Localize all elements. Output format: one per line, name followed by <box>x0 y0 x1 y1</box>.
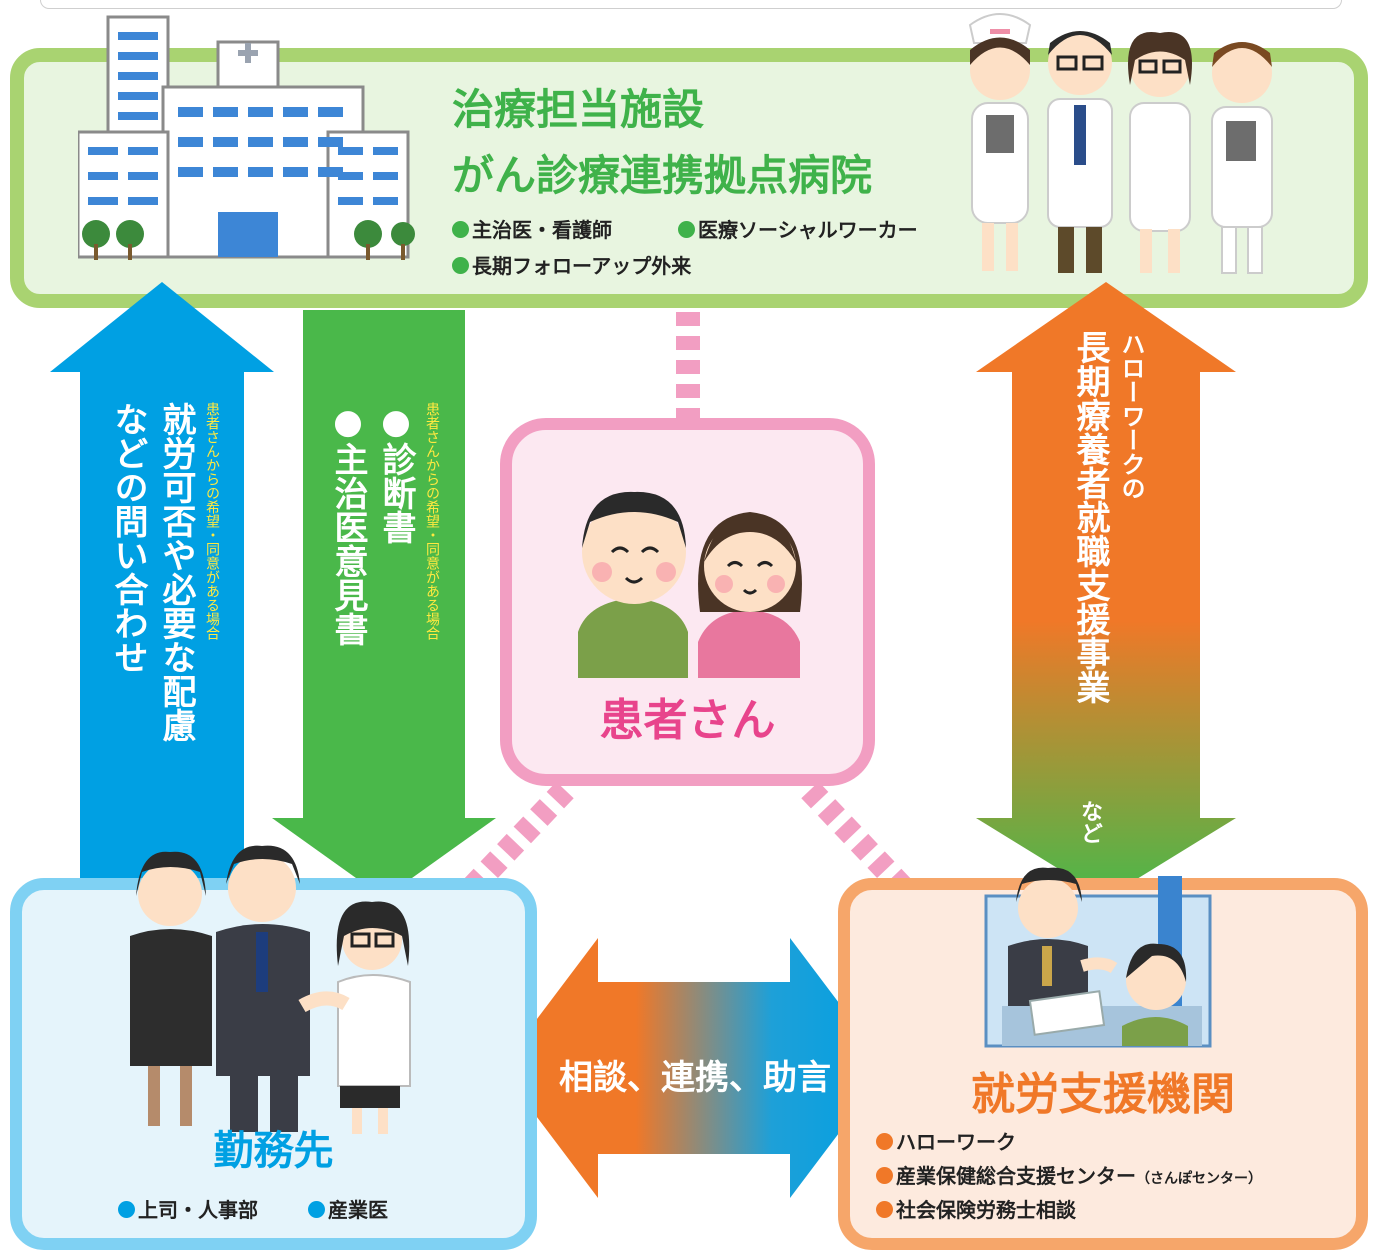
arrow-leftright-orange-blue <box>500 938 888 1198</box>
bullet-icon <box>876 1133 893 1150</box>
hellowork-line2: 長期療養者就職支援事業 <box>1070 330 1110 704</box>
hellowork-line1: ハローワークの <box>1117 332 1145 500</box>
workplace-item-2: 産業医 <box>308 1194 388 1223</box>
bullet-icon <box>308 1201 325 1218</box>
hospital-title-line2: がん診療連携拠点病院 <box>452 151 873 200</box>
bullet-icon: ● <box>376 402 416 442</box>
support-item-2: 産業保健総合支援センター（さんぽセンター） <box>876 1160 1262 1189</box>
arrow-updown-orange-green <box>976 282 1236 898</box>
workplace-item-1: 上司・人事部 <box>118 1194 258 1223</box>
hospital-title-line1: 治療担当施設 <box>452 85 705 134</box>
inquiry-note: 患者さんからの希望・同意がある場合 <box>204 402 220 640</box>
documents-item1: ●診断書 <box>376 402 416 544</box>
bullet-icon <box>452 221 469 238</box>
bullet-icon <box>678 221 695 238</box>
support-panel <box>838 878 1368 1250</box>
arrow-down-green <box>272 310 496 898</box>
hospital-item-3: 長期フォローアップ外来 <box>452 250 691 279</box>
support-item-3: 社会保険労務士相談 <box>876 1194 1076 1223</box>
hellowork-suffix: など <box>1077 800 1102 844</box>
support-item-1: ハローワーク <box>876 1126 1016 1155</box>
bullet-icon <box>452 257 469 274</box>
support-title: 就労支援機関 <box>971 1069 1235 1120</box>
patient-panel <box>500 418 875 786</box>
workplace-title: 勤務先 <box>213 1128 334 1174</box>
bullet-icon <box>876 1201 893 1218</box>
arrow-up-blue <box>50 282 274 888</box>
bullet-icon <box>876 1167 893 1184</box>
patient-couple-icon <box>578 491 802 678</box>
bullet-icon: ● <box>328 402 368 442</box>
hospital-item-2: 医療ソーシャルワーカー <box>678 214 918 243</box>
inquiry-line2: などの問い合わせ <box>108 402 148 674</box>
counselor-desk-icon <box>984 867 1212 1048</box>
bullet-icon <box>118 1201 135 1218</box>
hospital-item-1: 主治医・看護師 <box>452 214 612 243</box>
patient-title: 患者さん <box>599 695 776 746</box>
inquiry-line1: 就労可否や必要な配慮 <box>156 402 196 742</box>
documents-note: 患者さんからの希望・同意がある場合 <box>424 402 440 640</box>
medical-staff-icon <box>968 13 1273 274</box>
consult-label: 相談、連携、助言 <box>559 1058 831 1098</box>
documents-item2: ●主治医意見書 <box>328 402 368 646</box>
office-people-icon <box>130 845 411 1134</box>
hospital-building-icon <box>78 15 415 260</box>
